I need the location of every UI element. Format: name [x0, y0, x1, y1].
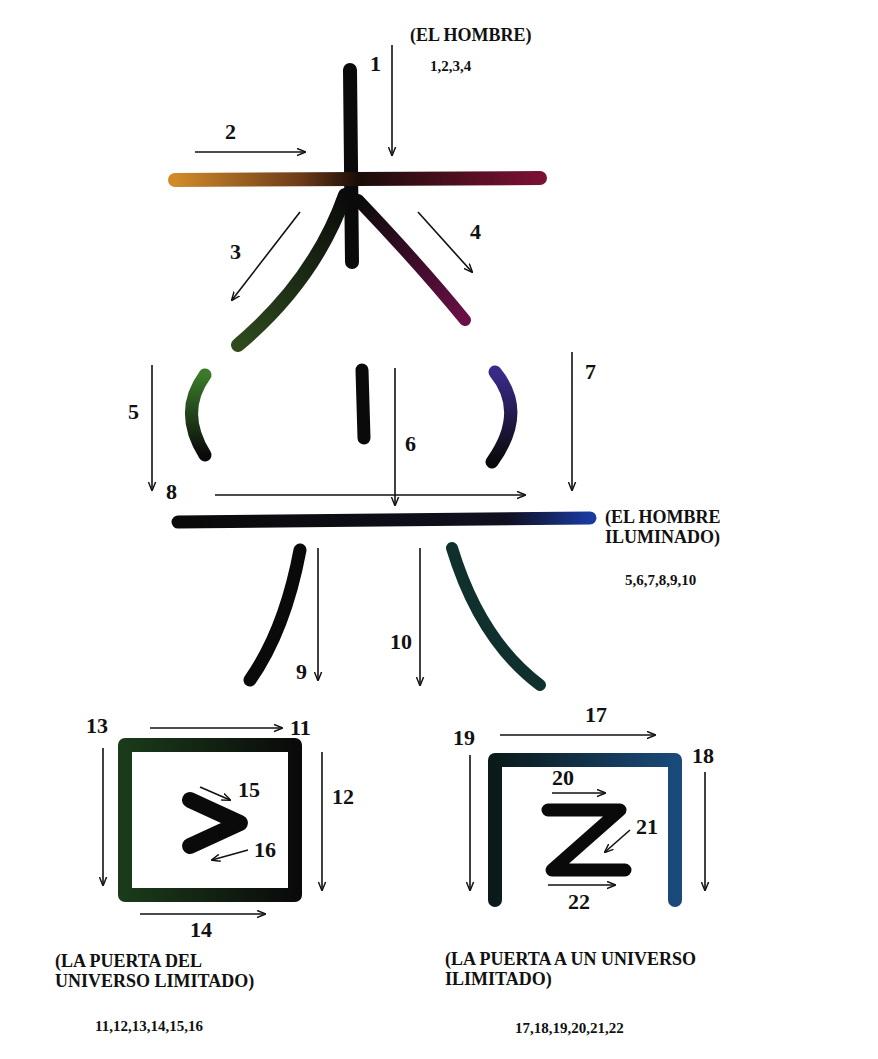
stroke-list: 17,18,19,20,21,22 [515, 1020, 624, 1037]
callout-number: 6 [405, 432, 416, 456]
callout-number: 20 [552, 766, 574, 790]
stroke-list: 1,2,3,4 [430, 58, 471, 75]
brush-stroke [350, 70, 352, 262]
callout-number: 3 [230, 240, 241, 264]
stroke-arrow [548, 884, 615, 886]
inner-symbol [548, 810, 625, 870]
callout-number: 9 [296, 660, 307, 684]
figure-caption: (EL HOMBRE ILUMINADO) [605, 508, 780, 548]
callout-number: 17 [585, 703, 607, 727]
callout-number: 2 [225, 120, 236, 144]
brush-stroke [492, 372, 511, 462]
callout-number: 22 [568, 890, 590, 914]
inner-symbol [190, 800, 240, 846]
stroke-arrow [212, 850, 248, 860]
stroke-arrow [394, 368, 396, 505]
stroke-arrow [195, 151, 305, 153]
stroke-arrow [469, 755, 471, 890]
callout-number: 10 [390, 630, 412, 654]
stroke-arrow [317, 548, 319, 680]
callout-number: 7 [585, 360, 596, 384]
stroke-arrow [232, 212, 300, 300]
stroke-arrow [321, 752, 323, 890]
stroke-arrow [500, 734, 655, 736]
stroke-arrow [151, 365, 153, 490]
callout-number: 18 [692, 744, 714, 768]
brush-stroke [238, 195, 345, 345]
callout-number: 11 [290, 716, 311, 740]
stroke-arrow [571, 352, 573, 490]
figure-caption: (LA PUERTA DEL UNIVERSO LIMITADO) [55, 952, 300, 992]
stroke-arrow [419, 548, 421, 685]
callout-number: 14 [190, 918, 212, 942]
stroke-arrow [605, 830, 630, 852]
brush-stroke [250, 550, 300, 680]
figure-caption: (LA PUERTA A UN UNIVERSO ILIMITADO) [445, 950, 707, 990]
stroke-arrow [150, 727, 282, 729]
brush-stroke [175, 178, 540, 180]
callout-number: 13 [86, 714, 108, 738]
callout-number: 5 [128, 400, 139, 424]
callout-number: 21 [636, 815, 658, 839]
brush-stroke [192, 375, 206, 455]
callout-number: 15 [238, 778, 260, 802]
stroke-list: 5,6,7,8,9,10 [625, 572, 696, 589]
callout-number: 16 [254, 838, 276, 862]
callout-number: 4 [470, 220, 481, 244]
stroke-arrow [391, 45, 393, 155]
brush-stroke [452, 548, 540, 685]
brush-stroke [358, 200, 465, 320]
callout-number: 8 [166, 480, 177, 504]
stroke-arrow [552, 792, 605, 794]
stroke-list: 11,12,13,14,15,16 [95, 1018, 203, 1035]
stroke-arrow [200, 787, 230, 800]
brush-stroke [362, 370, 364, 438]
callout-number: 1 [370, 52, 381, 76]
stroke-arrow [140, 913, 265, 915]
stroke-arrow [418, 212, 472, 272]
door-square [125, 745, 295, 895]
door-frame [495, 760, 675, 900]
callout-number: 19 [453, 726, 475, 750]
brush-stroke [178, 518, 590, 522]
figure-caption: (EL HOMBRE) [410, 26, 532, 46]
stroke-arrow [215, 494, 525, 496]
stroke-arrow [102, 748, 104, 885]
stroke-arrow [704, 772, 706, 890]
callout-number: 12 [332, 785, 354, 809]
